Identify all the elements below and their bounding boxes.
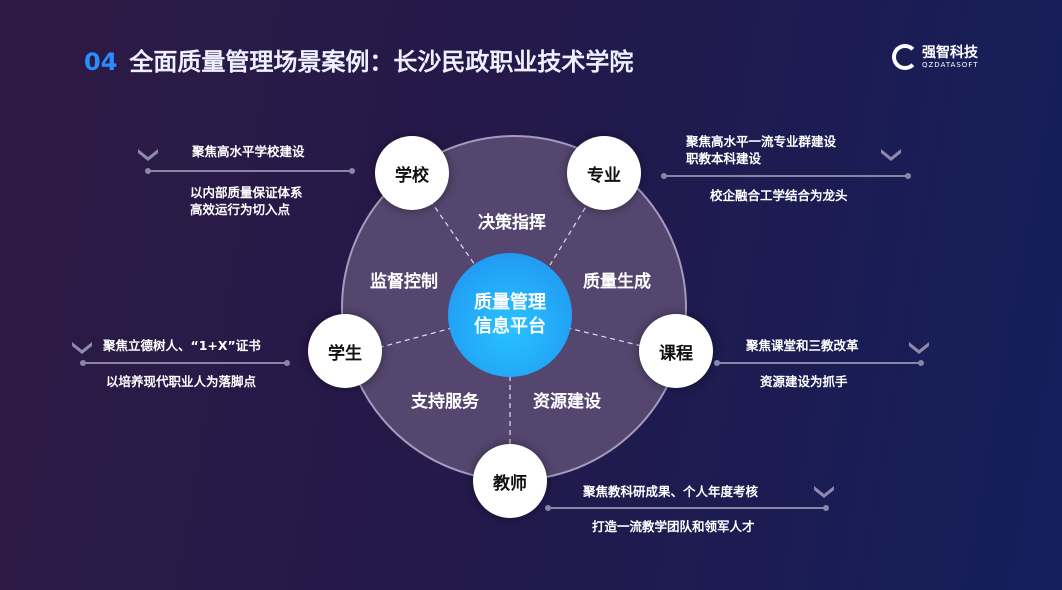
- course-detail: 资源建设为抓手: [760, 374, 848, 389]
- chevron-down-icon: [880, 148, 902, 162]
- segment-resource: 资源建设: [533, 392, 601, 412]
- divider-line: [80, 360, 290, 366]
- segment-quality: 质量生成: [583, 272, 651, 292]
- divider-line: [145, 168, 355, 174]
- chevron-down-icon: [137, 148, 159, 162]
- major-focus-1: 聚焦高水平一流专业群建设: [686, 134, 837, 149]
- node-course: 课程: [639, 314, 713, 388]
- course-focus: 聚焦课堂和三教改革: [746, 338, 859, 353]
- chevron-down-icon: [813, 485, 835, 499]
- divider-line: [545, 505, 829, 511]
- node-school: 学校: [375, 136, 449, 210]
- divider-line: [661, 173, 911, 179]
- student-focus: 聚焦立德树人、“1+X”证书: [103, 338, 261, 353]
- student-detail: 以培养现代职业人为落脚点: [106, 374, 257, 389]
- node-major: 专业: [567, 136, 641, 210]
- center-platform: 质量管理信息平台: [448, 253, 572, 377]
- chevron-down-icon: [908, 341, 930, 355]
- logo-icon: [892, 44, 918, 70]
- node-student: 学生: [308, 314, 382, 388]
- node-teacher: 教师: [473, 444, 547, 518]
- segment-decision: 决策指挥: [478, 213, 546, 233]
- school-detail-1: 以内部质量保证体系: [190, 185, 303, 200]
- dividers: [369, 199, 651, 446]
- segment-supervision: 监督控制: [370, 272, 438, 292]
- school-detail-2: 高效运行为切入点: [190, 202, 291, 217]
- teacher-detail: 打造一流教学团队和领军人才: [592, 519, 755, 534]
- school-focus: 聚焦高水平学校建设: [192, 144, 305, 159]
- segment-support: 支持服务: [411, 392, 479, 412]
- chevron-down-icon: [71, 341, 93, 355]
- teacher-focus: 聚焦教科研成果、个人年度考核: [583, 484, 759, 499]
- divider-line: [714, 360, 924, 366]
- major-detail: 校企融合工学结合为龙头: [710, 188, 848, 203]
- major-focus-2: 职教本科建设: [686, 151, 762, 166]
